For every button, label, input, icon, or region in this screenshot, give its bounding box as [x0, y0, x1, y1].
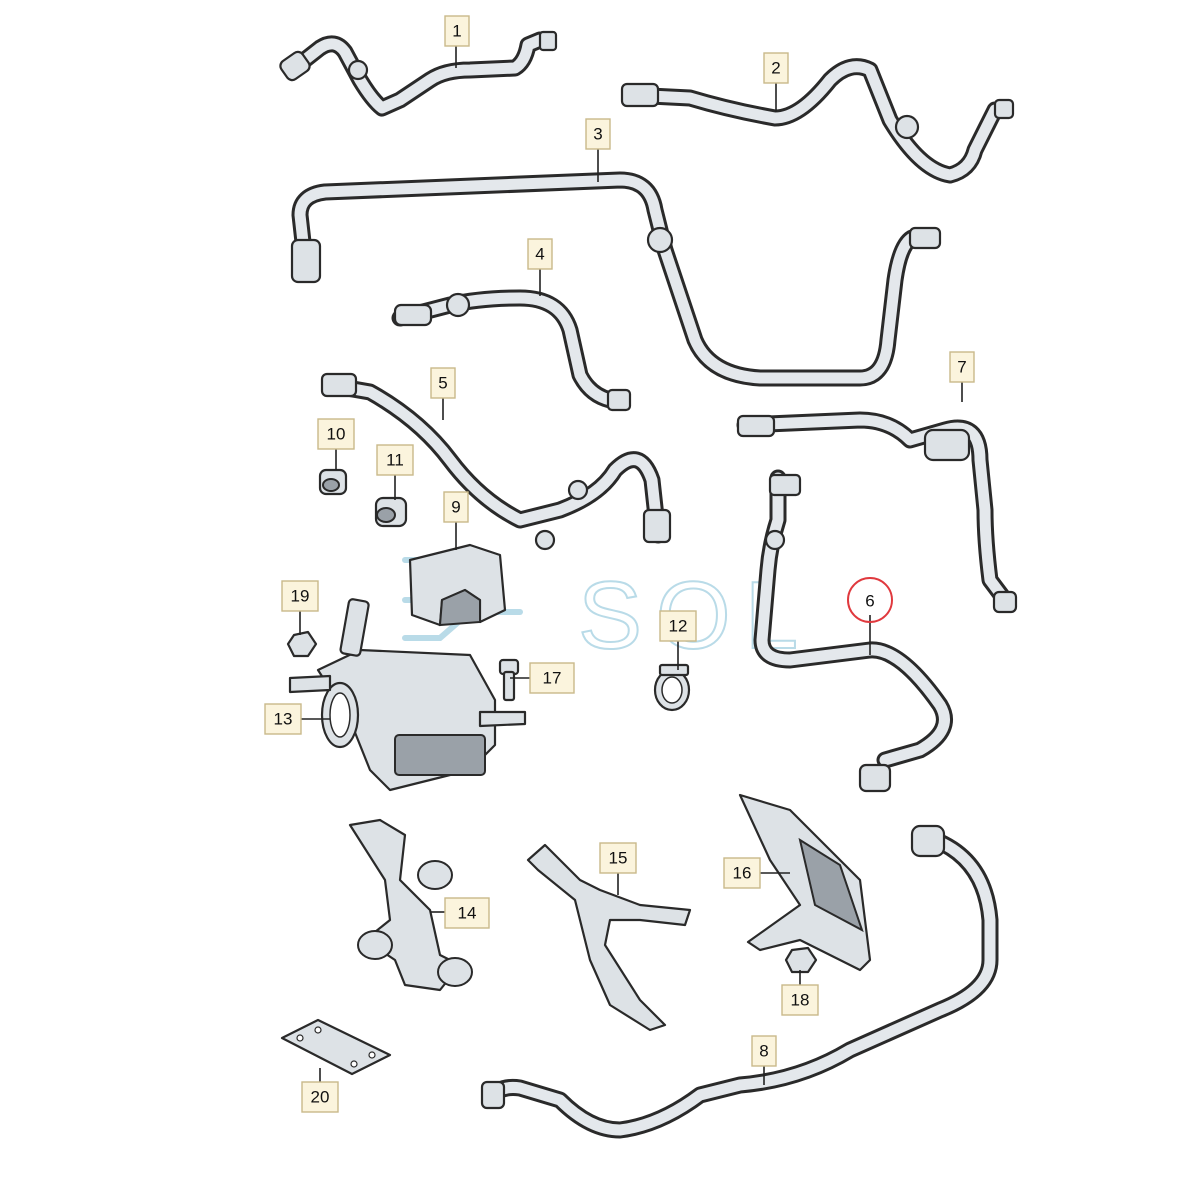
part-15-bracket — [526, 843, 692, 1032]
callout-19-box — [281, 580, 319, 612]
part-12-clamp — [653, 663, 691, 712]
callout-13-box — [264, 703, 302, 735]
callout-5: 5 — [430, 367, 456, 399]
callout-12-box — [659, 610, 697, 642]
callout-9-label: 9 — [451, 498, 460, 517]
callout-1-label: 1 — [452, 22, 461, 41]
part-1-hose — [279, 30, 558, 117]
part-7-hose — [736, 411, 1018, 614]
callout-8-label: 8 — [759, 1042, 768, 1061]
callout-7-box — [949, 351, 975, 383]
callout-10: 10 — [317, 418, 355, 450]
callout-17: 17 — [529, 662, 575, 694]
callout-15-label: 15 — [609, 849, 628, 868]
part-9-clip — [408, 543, 507, 627]
callout-18: 18 — [781, 984, 819, 1016]
callout-16-box — [723, 857, 761, 889]
callout-9: 9 — [443, 491, 469, 523]
callout-8: 8 — [751, 1035, 777, 1067]
callout-1: 1 — [444, 15, 470, 47]
callout-4: 4 — [527, 238, 553, 270]
callout-14: 14 — [444, 897, 490, 929]
highlight-circle — [847, 577, 893, 623]
part-3-hose — [290, 171, 942, 387]
callout-11: 11 — [376, 444, 414, 476]
part-17-bolt — [498, 658, 520, 702]
callout-2-label: 2 — [771, 59, 780, 78]
callout-2-box — [763, 52, 789, 84]
callout-2: 2 — [763, 52, 789, 84]
callout-8-box — [751, 1035, 777, 1067]
callout-3-box — [585, 118, 611, 150]
callout-12-label: 12 — [669, 617, 688, 636]
callout-4-label: 4 — [535, 245, 544, 264]
callout-18-label: 18 — [791, 991, 810, 1010]
callout-6-label: 6 — [865, 592, 874, 611]
callouts: 1 2 3 4 5 6 7 8 9 — [264, 15, 975, 1113]
callout-16-label: 16 — [733, 864, 752, 883]
leader-lines — [299, 46, 963, 1085]
callout-11-label: 11 — [386, 451, 404, 470]
callout-14-box — [444, 897, 490, 929]
callout-20-box — [301, 1081, 339, 1113]
part-11-grommet — [374, 496, 408, 528]
callout-20: 20 — [301, 1081, 339, 1113]
part-5-hose — [320, 372, 672, 551]
callout-17-label: 17 — [543, 669, 562, 688]
callout-7: 7 — [949, 351, 975, 383]
part-8-hose — [480, 824, 999, 1139]
callout-5-box — [430, 367, 456, 399]
callout-11-box — [376, 444, 414, 476]
callout-19: 19 — [281, 580, 319, 612]
part-19-nut — [286, 630, 318, 658]
callout-13-label: 13 — [274, 710, 293, 729]
part-2-hose — [620, 58, 1015, 184]
part-18-nut — [784, 946, 818, 974]
part-16-shield — [738, 793, 872, 972]
callout-10-box — [317, 418, 355, 450]
callout-3-label: 3 — [593, 125, 602, 144]
callout-1-box — [444, 15, 470, 47]
callout-18-box — [781, 984, 819, 1016]
callout-15: 15 — [599, 842, 637, 874]
callout-19-label: 19 — [291, 587, 310, 606]
callout-4-box — [527, 238, 553, 270]
callout-3: 3 — [585, 118, 611, 150]
part-4-hose — [391, 289, 632, 412]
callout-16: 16 — [723, 857, 761, 889]
callout-20-label: 20 — [311, 1088, 330, 1107]
callout-5-label: 5 — [438, 374, 447, 393]
callout-12: 12 — [659, 610, 697, 642]
part-14-bracket — [348, 818, 473, 992]
part-13-valve — [288, 598, 527, 792]
callout-15-box — [599, 842, 637, 874]
callout-17-box — [529, 662, 575, 694]
part-10-grommet — [318, 468, 348, 496]
callout-13: 13 — [264, 703, 302, 735]
callout-10-label: 10 — [327, 425, 346, 444]
callout-6: 6 — [865, 592, 874, 611]
callout-9-box — [443, 491, 469, 523]
callout-14-label: 14 — [458, 904, 477, 923]
part-20-gasket — [280, 1018, 392, 1076]
callout-7-label: 7 — [957, 358, 966, 377]
